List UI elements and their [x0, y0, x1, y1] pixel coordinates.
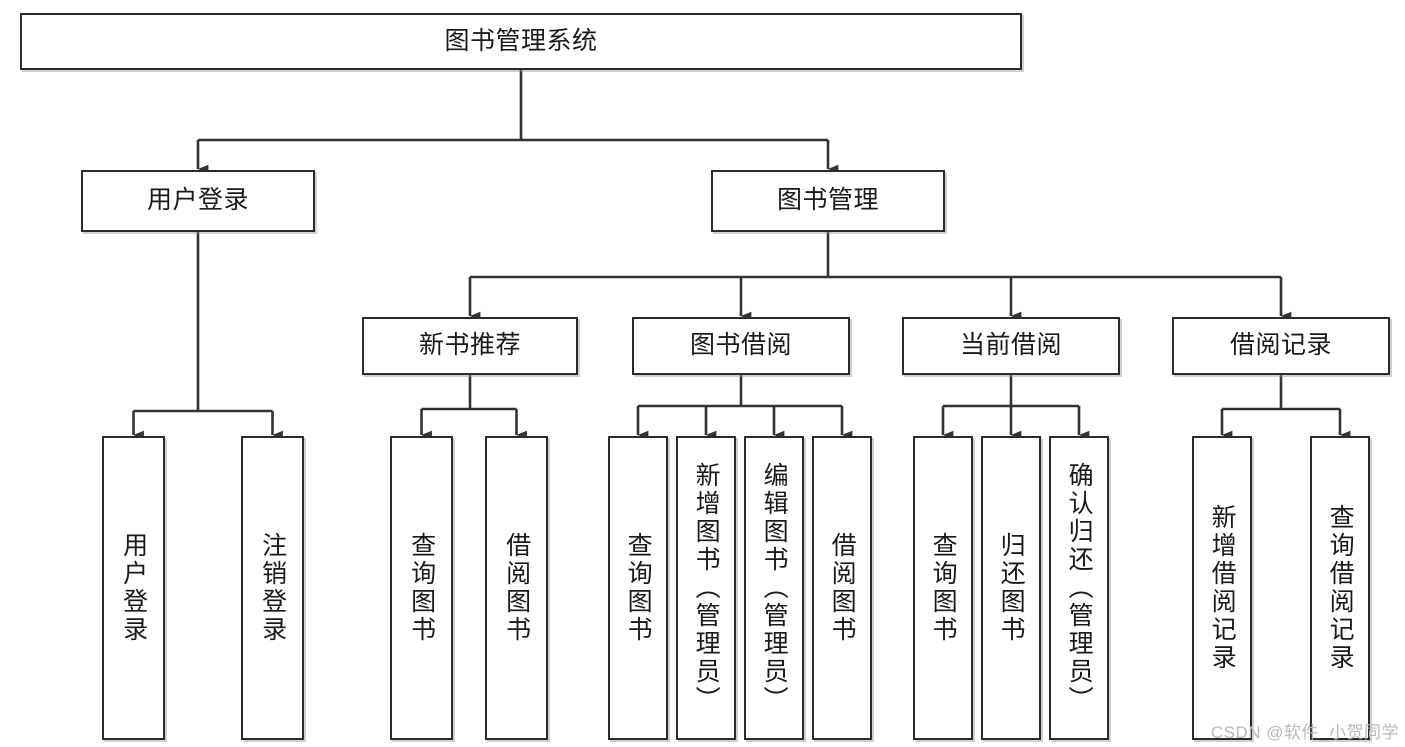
- node-b3[interactable]: 编辑图书（管理员）: [744, 436, 804, 740]
- node-current[interactable]: 当前借阅: [902, 317, 1120, 375]
- node-label: 查询图书: [624, 532, 653, 644]
- node-label: 用户登录: [146, 186, 249, 215]
- node-label: 用户登录: [119, 532, 148, 644]
- node-borrow[interactable]: 图书借阅: [632, 317, 850, 375]
- node-c1[interactable]: 查询图书: [913, 436, 973, 740]
- node-l2[interactable]: 注销登录: [241, 436, 304, 740]
- watermark-text: CSDN @软件_小贺同学: [1210, 723, 1399, 742]
- node-r1[interactable]: 新增借阅记录: [1192, 436, 1252, 740]
- node-label: 当前借阅: [959, 331, 1062, 360]
- node-label: 图书管理: [776, 186, 879, 215]
- node-b2[interactable]: 新增图书（管理员）: [676, 436, 736, 740]
- node-c2[interactable]: 归还图书: [981, 436, 1041, 740]
- node-c3[interactable]: 确认归还（管理员）: [1049, 436, 1109, 740]
- node-label: 借阅图书: [828, 532, 857, 644]
- node-label: 新书推荐: [418, 331, 521, 360]
- node-bookmgmt[interactable]: 图书管理: [711, 170, 945, 232]
- node-label: 注销登录: [258, 532, 287, 644]
- node-newbook[interactable]: 新书推荐: [362, 317, 578, 375]
- node-label: 图书借阅: [689, 331, 792, 360]
- node-label: 确认归还（管理员）: [1065, 462, 1094, 714]
- node-records[interactable]: 借阅记录: [1172, 317, 1390, 375]
- node-label: 新增借阅记录: [1208, 504, 1237, 672]
- node-r2[interactable]: 查询借阅记录: [1310, 436, 1370, 740]
- node-label: 借阅记录: [1229, 331, 1332, 360]
- node-label: 编辑图书（管理员）: [760, 462, 789, 714]
- node-label: 图书管理系统: [444, 26, 598, 55]
- node-label: 查询图书: [407, 532, 436, 644]
- node-label: 查询借阅记录: [1326, 504, 1355, 672]
- node-root[interactable]: 图书管理系统: [20, 13, 1022, 70]
- node-label: 借阅图书: [502, 532, 531, 644]
- node-b1[interactable]: 查询图书: [608, 436, 668, 740]
- node-label: 新增图书（管理员）: [692, 462, 721, 714]
- node-login[interactable]: 用户登录: [81, 170, 315, 232]
- node-n2[interactable]: 借阅图书: [485, 436, 548, 740]
- node-label: 查询图书: [929, 532, 958, 644]
- node-b4[interactable]: 借阅图书: [812, 436, 872, 740]
- node-n1[interactable]: 查询图书: [390, 436, 453, 740]
- node-l1[interactable]: 用户登录: [102, 436, 165, 740]
- node-label: 归还图书: [997, 532, 1026, 644]
